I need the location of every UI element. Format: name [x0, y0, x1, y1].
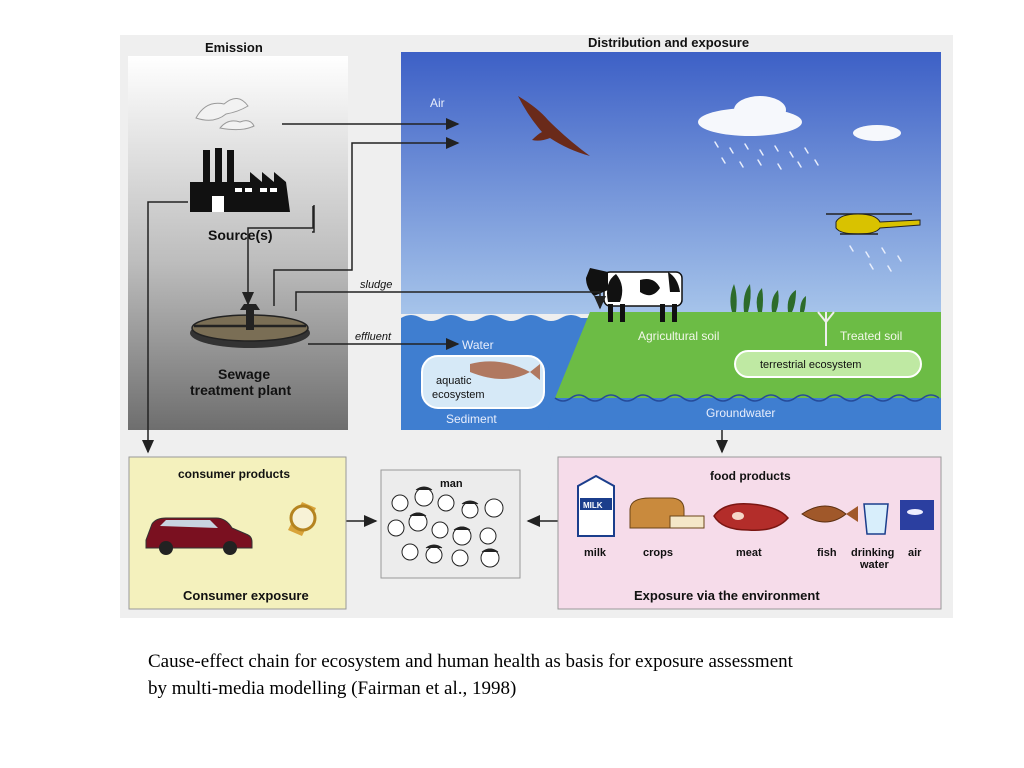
caption-line-1: Cause-effect chain for ecosystem and hum…: [148, 651, 793, 672]
treated-soil-label: Treated soil: [840, 329, 902, 343]
sewage-plant-icon: [190, 304, 310, 348]
air-icon: [900, 500, 934, 530]
air-item-label: air: [908, 547, 922, 559]
distribution-panel: Distribution and exposure Air Water Agri…: [401, 35, 941, 430]
bird-icon: [518, 96, 590, 156]
aquatic-label-line2: ecosystem: [432, 389, 485, 401]
man-label: man: [440, 478, 463, 490]
emission-gradient-box: [128, 56, 348, 430]
meat-label: meat: [736, 547, 762, 559]
rain-icon: [714, 141, 902, 272]
water-glass-icon: [863, 503, 889, 535]
watch-icon: [288, 502, 317, 536]
emission-title: Emission: [205, 40, 263, 55]
drinking-label: drinking: [851, 547, 894, 559]
milk-label: milk: [584, 547, 607, 559]
sky-area: [401, 52, 941, 314]
consumer-panel: consumer products Consumer exposure: [128, 456, 347, 610]
terrestrial-label: terrestrial ecosystem: [760, 359, 861, 371]
groundwater-label: Groundwater: [706, 406, 775, 420]
sludge-label: sludge: [360, 279, 392, 291]
milk-carton-icon: MILK: [577, 474, 615, 537]
air-label: Air: [430, 96, 445, 110]
figure-caption: Cause-effect chain for ecosystem and hum…: [148, 648, 948, 702]
flow-arrows: [142, 118, 728, 527]
factory-icon: [190, 98, 290, 212]
aquatic-label-line1: aquatic: [436, 375, 472, 387]
distribution-title: Distribution and exposure: [588, 35, 749, 50]
crops-label: crops: [643, 547, 673, 559]
sediment-label: Sediment: [446, 412, 497, 426]
man-panel: man: [380, 469, 521, 579]
environment-panel: food products MILK milk crops meat fish: [557, 456, 942, 610]
fish-label: fish: [817, 547, 837, 559]
fish-icon: [801, 505, 858, 523]
salmon-icon: [470, 361, 540, 380]
source-label: Source(s): [208, 227, 273, 243]
exposure-diagram: Emission Source(s) Sewage treatment plan…: [120, 35, 953, 618]
terrestrial-ecosystem-box: [734, 350, 922, 378]
helicopter-icon: [826, 213, 921, 235]
meat-icon: [713, 503, 789, 531]
car-icon: [145, 517, 253, 555]
effluent-label: effluent: [355, 331, 392, 343]
cloud-icon: [698, 96, 901, 141]
agri-soil-label: Agricultural soil: [638, 329, 719, 343]
emission-panel: Emission Source(s) Sewage treatment plan…: [128, 40, 348, 430]
environment-exposure-label: Exposure via the environment: [634, 588, 820, 603]
milk-carton-text: MILK: [583, 501, 603, 510]
groundwater-band: [548, 398, 941, 430]
water-label: Water: [462, 338, 494, 352]
sewage-label-line1: Sewage: [218, 366, 270, 382]
consumer-exposure-label: Consumer exposure: [183, 588, 309, 603]
water-item-label: water: [859, 559, 889, 571]
consumer-products-title: consumer products: [178, 467, 290, 481]
caption-line-2: by multi-media modelling (Fairman et al.…: [148, 678, 517, 699]
cow-icon: [586, 268, 683, 322]
crops-icon: [730, 284, 806, 312]
people-faces-icon: [387, 486, 504, 568]
sewage-label-line2: treatment plant: [190, 382, 291, 398]
bread-icon: [629, 497, 705, 529]
food-products-title: food products: [710, 469, 791, 483]
